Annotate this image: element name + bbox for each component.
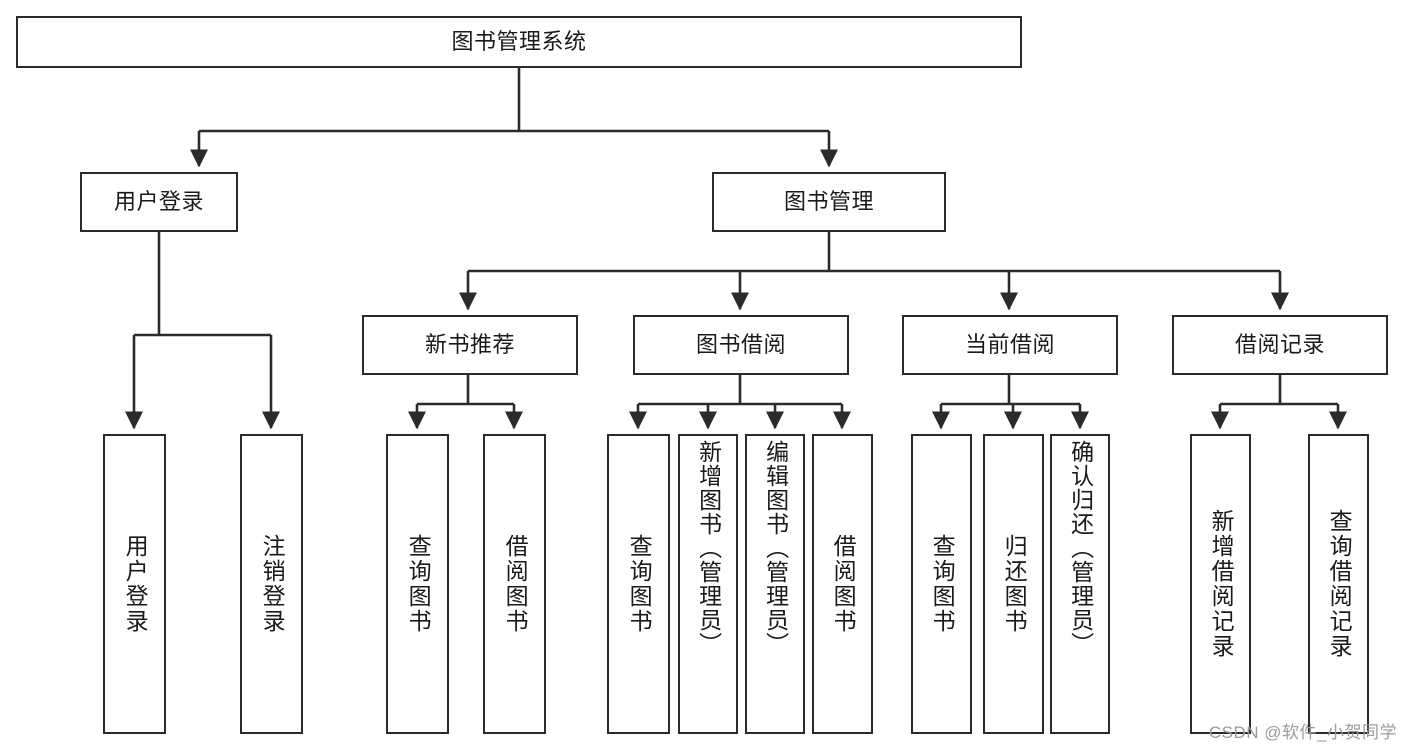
node-label: 归还图书 — [1001, 534, 1028, 634]
node-label: 借阅图书 — [830, 534, 857, 634]
node-label: 编辑图书（管理员） — [762, 440, 789, 656]
node-label: 用户登录 — [122, 534, 149, 634]
node-current-borrow[interactable]: 当前借阅 — [902, 315, 1118, 375]
node-leaf-query-book-current[interactable]: 查询图书 — [911, 434, 972, 734]
node-leaf-borrow-book-recommend[interactable]: 借阅图书 — [483, 434, 546, 734]
node-label: 图书管理 — [783, 189, 874, 215]
node-label: 注销登录 — [259, 534, 286, 634]
node-label: 查询图书 — [405, 534, 432, 634]
node-leaf-return-book[interactable]: 归还图书 — [983, 434, 1044, 734]
node-label: 查询图书 — [929, 534, 956, 634]
node-leaf-query-book-borrow[interactable]: 查询图书 — [607, 434, 670, 734]
node-book-borrow[interactable]: 图书借阅 — [633, 315, 849, 375]
node-leaf-edit-book-admin[interactable]: 编辑图书（管理员） — [745, 434, 805, 734]
node-label: 新书推荐 — [424, 332, 515, 358]
node-user-login[interactable]: 用户登录 — [80, 172, 238, 232]
node-label: 新增图书（管理员） — [695, 440, 722, 656]
node-book-manage[interactable]: 图书管理 — [712, 172, 946, 232]
node-leaf-user-login[interactable]: 用户登录 — [103, 434, 166, 734]
node-label: 图书管理系统 — [451, 29, 587, 55]
node-leaf-logout[interactable]: 注销登录 — [240, 434, 303, 734]
node-leaf-borrow-book[interactable]: 借阅图书 — [812, 434, 873, 734]
node-borrow-record[interactable]: 借阅记录 — [1172, 315, 1388, 375]
node-leaf-add-borrow-record[interactable]: 新增借阅记录 — [1190, 434, 1251, 734]
node-label: 确认归还（管理员） — [1067, 440, 1094, 656]
node-leaf-query-borrow-record[interactable]: 查询借阅记录 — [1308, 434, 1369, 734]
node-label: 用户登录 — [113, 189, 204, 215]
node-leaf-query-book-recommend[interactable]: 查询图书 — [386, 434, 449, 734]
node-leaf-add-book-admin[interactable]: 新增图书（管理员） — [678, 434, 738, 734]
node-label: 借阅图书 — [502, 534, 529, 634]
node-label: 借阅记录 — [1234, 332, 1325, 358]
node-label: 图书借阅 — [695, 332, 786, 358]
node-label: 查询借阅记录 — [1326, 509, 1353, 659]
node-leaf-confirm-return-admin[interactable]: 确认归还（管理员） — [1050, 434, 1110, 734]
node-label: 当前借阅 — [964, 332, 1055, 358]
node-label: 新增借阅记录 — [1208, 509, 1235, 659]
node-label: 查询图书 — [626, 534, 653, 634]
node-new-book-recommend[interactable]: 新书推荐 — [362, 315, 578, 375]
watermark-text: CSDN @软件_小贺同学 — [1208, 723, 1397, 742]
node-root-system[interactable]: 图书管理系统 — [16, 16, 1022, 68]
